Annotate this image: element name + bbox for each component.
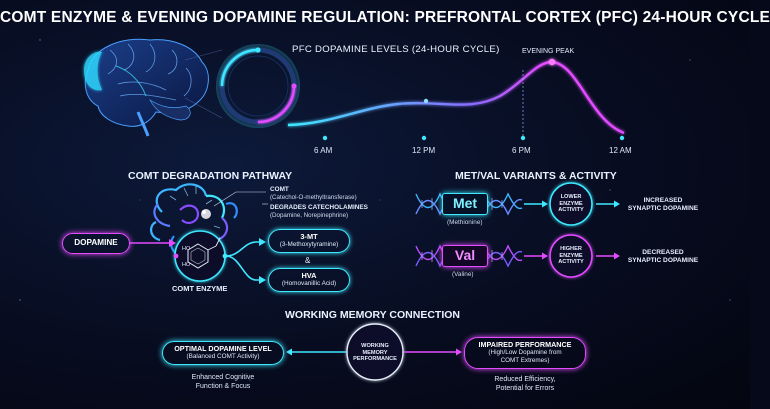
degrades-title: DEGRADES CATECHOLAMINES <box>270 204 368 211</box>
impaired-note: Reduced Efficiency, Potential for Errors <box>475 376 575 393</box>
impaired-title: IMPAIRED PERFORMANCE <box>478 340 572 349</box>
dopamine-cycle-chart <box>287 58 625 141</box>
product-3mt-detail: (3-Methoxytyramine) <box>279 241 339 248</box>
memory-heading: WORKING MEMORY CONNECTION <box>285 309 460 321</box>
curve-dot-noon <box>423 98 429 104</box>
val-box: Val <box>442 245 488 267</box>
evening-peak-label: EVENING PEAK <box>522 48 575 55</box>
clock-ring-icon <box>216 44 300 128</box>
met-result-line1: INCREASED <box>643 197 683 204</box>
optimal-detail: (Balanced COMT Activity) <box>186 353 260 360</box>
tick-dot-6am <box>322 135 328 141</box>
higher-activity-line3: ACTIVITY <box>558 259 584 266</box>
optimal-note-line1: Enhanced Cognitive <box>191 374 255 381</box>
product-3mt-pill: 3-MT (3-Methoxytyramine) <box>268 229 350 253</box>
comt-enzyme-label: COMT ENZYME <box>172 284 228 293</box>
page-title: COMT ENZYME & EVENING DOPAMINE REGULATIO… <box>0 9 770 26</box>
memory-center-line2: MEMORY <box>362 349 388 356</box>
memory-center-text: WORKING MEMORY PERFORMANCE <box>347 343 403 363</box>
variants-heading: MET/VAL VARIANTS & ACTIVITY <box>455 170 617 182</box>
molecule-ho-1: HO <box>182 246 191 252</box>
impaired-note-line2: Potential for Errors <box>495 384 555 392</box>
brain-icon <box>84 38 209 137</box>
higher-activity-text: HIGHER ENZYME ACTIVITY <box>551 246 591 266</box>
val-result-line1: DECREASED <box>642 249 684 256</box>
val-result: DECREASED SYNAPTIC DOPAMINE <box>620 249 706 265</box>
graphics-layer <box>19 38 731 391</box>
comt-title: COMT <box>270 186 289 193</box>
molecule-icon <box>173 230 228 282</box>
impaired-detail-line2: COMT Extremes) <box>500 356 550 364</box>
memory-center-line3: PERFORMANCE <box>353 356 397 363</box>
lower-activity-circle <box>549 182 593 226</box>
impaired-performance-pill: IMPAIRED PERFORMANCE (High/Low Dopamine … <box>464 337 586 369</box>
memory-center-line1: WORKING <box>361 343 389 349</box>
impaired-note-line1: Reduced Efficiency, <box>494 376 556 383</box>
lower-activity-line1: LOWER <box>560 194 582 200</box>
cycle-heading: PFC DOPAMINE LEVELS (24-HOUR CYCLE) <box>292 44 500 55</box>
dopamine-pill: DOPAMINE <box>62 233 130 254</box>
tick-dot-12pm <box>421 135 427 141</box>
variant-arrows <box>524 200 620 260</box>
tick-6am: 6 AM <box>314 146 333 155</box>
higher-activity-line2: ENZYME <box>559 252 583 259</box>
tick-6pm: 6 PM <box>512 146 531 155</box>
comt-full-name: (Catechol-O-methyltransferase) <box>270 194 357 201</box>
comt-to-hva-arrow <box>225 255 262 281</box>
tick-dot-12am <box>619 135 625 141</box>
impaired-detail-line1: (High/Low Dopamine from <box>488 349 562 356</box>
higher-activity-circle <box>549 234 593 278</box>
pathway-heading: COMT DEGRADATION PATHWAY <box>128 170 293 182</box>
val-detail: (Valine) <box>452 271 474 278</box>
comt-info-connector <box>213 191 268 207</box>
optimal-title: OPTIMAL DOPAMINE LEVEL <box>174 344 272 353</box>
optimal-note-line2: Function & Focus <box>195 382 251 390</box>
val-result-line2: SYNAPTIC DOPAMINE <box>627 257 699 264</box>
lower-activity-line3: ACTIVITY <box>558 207 584 214</box>
optimal-note: Enhanced Cognitive Function & Focus <box>173 374 273 391</box>
product-hva-pill: HVA (Homovanillic Acid) <box>268 268 350 292</box>
molecule-ho-2: HO <box>182 262 191 268</box>
dopamine-curve <box>287 60 625 135</box>
higher-activity-line1: HIGHER <box>560 246 582 252</box>
product-hva-detail: (Homovanillic Acid) <box>281 280 337 287</box>
met-result: INCREASED SYNAPTIC DOPAMINE <box>620 197 706 213</box>
met-box: Met <box>442 193 488 215</box>
lower-activity-text: LOWER ENZYME ACTIVITY <box>551 194 591 214</box>
memory-performance-circle <box>346 323 404 381</box>
degrades-detail: (Dopamine, Norepinephrine) <box>270 212 349 219</box>
met-result-line2: SYNAPTIC DOPAMINE <box>627 205 699 212</box>
product-hva-title: HVA <box>301 271 317 280</box>
optimal-dopamine-pill: OPTIMAL DOPAMINE LEVEL (Balanced COMT Ac… <box>162 341 284 365</box>
comt-to-3mt-arrow <box>225 241 262 257</box>
ampersand: & <box>305 256 311 265</box>
tick-12pm: 12 PM <box>412 146 436 155</box>
peak-dot <box>548 58 556 66</box>
lower-activity-line2: ENZYME <box>559 200 583 207</box>
product-3mt-title: 3-MT <box>300 232 318 241</box>
tick-dot-6pm <box>520 135 526 141</box>
memory-arrows <box>286 348 462 356</box>
pathway-arrows <box>130 238 266 284</box>
met-detail: (Methionine) <box>447 219 483 226</box>
starfield <box>19 39 731 391</box>
brain-zoom-connector <box>184 49 223 119</box>
tick-12am: 12 AM <box>609 146 632 155</box>
